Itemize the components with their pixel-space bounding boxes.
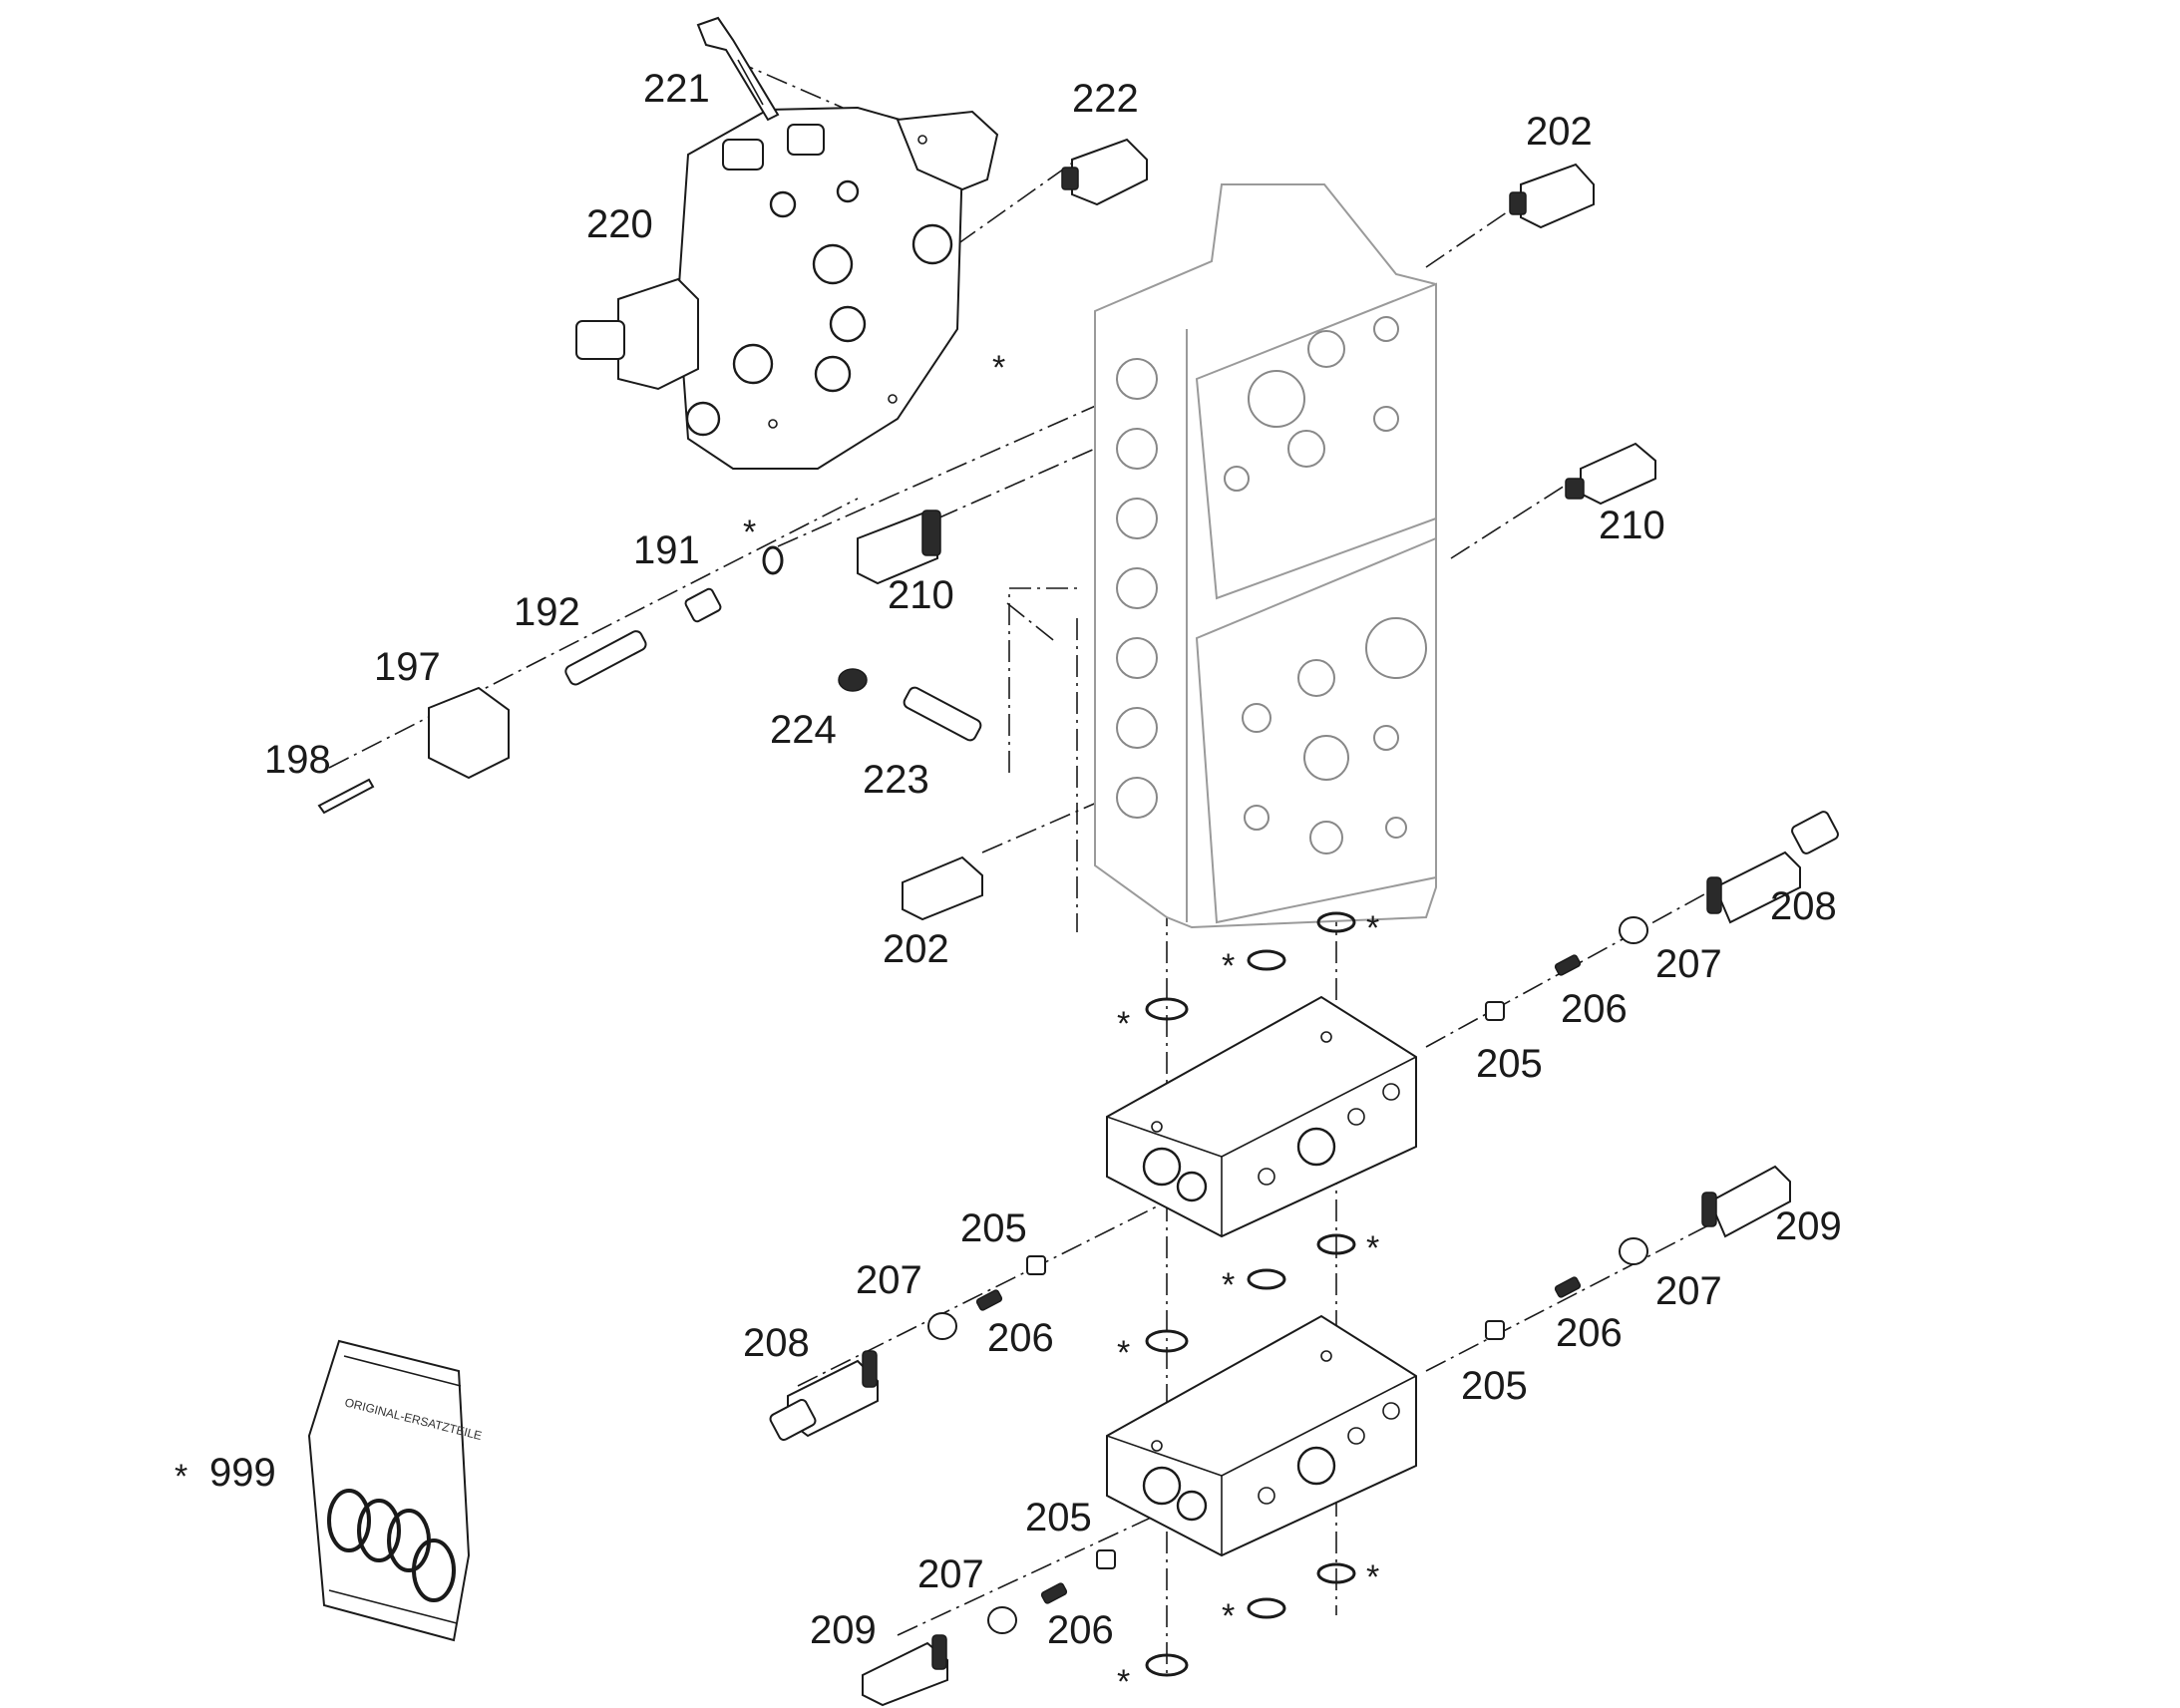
sleeve-223 — [903, 686, 982, 742]
sleeve-191 — [684, 587, 722, 623]
plug-224 — [838, 668, 868, 692]
seal-marker: * — [1222, 1266, 1235, 1304]
main-valve-block — [1094, 183, 1437, 929]
callout-205-left-upper: 205 — [960, 1206, 1027, 1250]
cartridge-210-lower — [857, 510, 941, 585]
callout-207-left-upper: 207 — [856, 1258, 922, 1302]
seal-marker: * — [1117, 1663, 1130, 1701]
callout-999: 999 — [209, 1451, 276, 1495]
plug-202-lower — [902, 855, 983, 921]
valve-section-2 — [1106, 1314, 1417, 1557]
plug-202-upper — [1509, 163, 1595, 229]
seal-marker: * — [992, 349, 1005, 387]
callout-207-left-lower: 207 — [917, 1552, 984, 1596]
callout-197: 197 — [374, 645, 441, 689]
callout-210-upper: 210 — [1599, 504, 1665, 547]
callout-labels: 221 222 220 202 210 191 192 197 198 210 … — [209, 67, 1842, 1652]
seal-marker: * — [1222, 947, 1235, 985]
callout-206-right-lower: 206 — [1556, 1311, 1623, 1355]
seal-marker: * — [1366, 909, 1379, 947]
callout-198: 198 — [264, 738, 331, 782]
snap-ring — [762, 545, 784, 575]
spring-pack-right-1 — [1485, 811, 1839, 1021]
seal-marker: * — [1117, 1005, 1130, 1043]
bolt-221 — [696, 16, 780, 122]
callout-222: 222 — [1072, 77, 1139, 121]
callout-205-upper: 205 — [1476, 1042, 1543, 1086]
callout-209-lower: 209 — [810, 1608, 877, 1652]
seal-marker: * — [743, 513, 756, 551]
callout-207-right-lower: 207 — [1655, 1269, 1722, 1313]
callout-220: 220 — [586, 202, 653, 246]
seal-markers: * * * * * * * * * * * * — [175, 349, 1379, 1701]
callout-202-lower: 202 — [883, 927, 949, 971]
callout-208-lower: 208 — [743, 1321, 810, 1365]
cartridge-210-upper — [1565, 442, 1656, 506]
callout-224: 224 — [770, 708, 837, 752]
valve-section-1 — [1106, 995, 1417, 1238]
callout-207-upper: 207 — [1655, 942, 1722, 986]
seal-kit-bag: ORIGINAL-ERSATZTEILE — [307, 1339, 484, 1642]
leader-lines — [328, 59, 1746, 1675]
callout-223: 223 — [863, 758, 929, 802]
spring-pack-left-2 — [862, 1549, 1116, 1707]
o-rings — [1145, 911, 1356, 1677]
screw-198 — [317, 778, 375, 815]
callout-191: 191 — [633, 528, 700, 572]
pin-192 — [564, 630, 647, 686]
seal-marker: * — [1366, 1229, 1379, 1267]
callout-205-right-lower: 205 — [1461, 1364, 1528, 1408]
spring-pack-right-2 — [1485, 1165, 1791, 1340]
seal-marker: * — [1222, 1597, 1235, 1635]
callout-206-left-lower: 206 — [1047, 1608, 1114, 1652]
plug-222 — [1061, 138, 1148, 206]
callout-206-left-upper: 206 — [987, 1316, 1054, 1360]
valve-head-220 — [575, 106, 999, 470]
seal-marker: * — [1366, 1558, 1379, 1596]
callout-208-upper: 208 — [1770, 884, 1837, 928]
callout-206-upper: 206 — [1561, 987, 1628, 1031]
callout-202-upper: 202 — [1526, 110, 1593, 154]
callout-205-left-lower: 205 — [1025, 1496, 1092, 1539]
callout-221: 221 — [643, 67, 710, 111]
seal-marker: * — [1117, 1334, 1130, 1372]
callout-192: 192 — [514, 590, 580, 634]
seal-marker: * — [175, 1458, 187, 1496]
callout-209-upper: 209 — [1775, 1204, 1842, 1248]
callout-210-lower: 210 — [888, 573, 954, 617]
spring-pack-left-1 — [769, 1255, 1046, 1441]
cap-197 — [428, 686, 510, 780]
